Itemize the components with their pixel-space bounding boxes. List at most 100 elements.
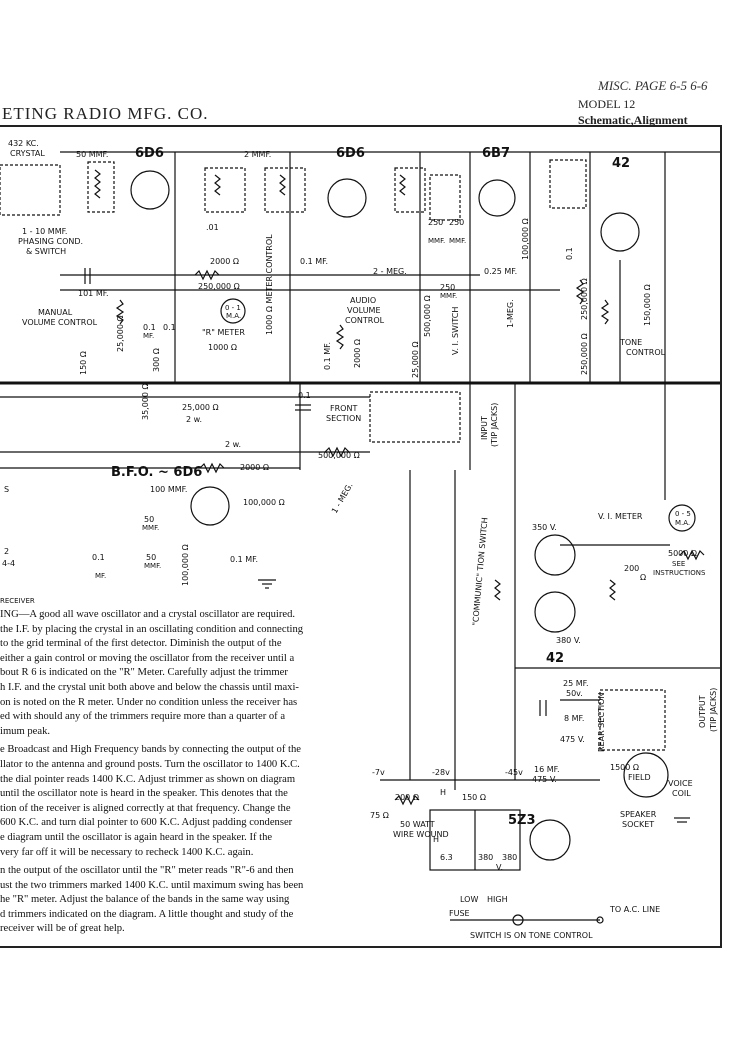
output-label: OUTPUT (698, 695, 707, 728)
mmf-label-b: MMF. (449, 237, 466, 245)
text-line: on is noted on the R meter. Under no con… (0, 696, 298, 708)
v63-label: 6.3 (440, 853, 453, 862)
cap-01-label-a: 0.1 (143, 323, 156, 332)
v45-label: -45v (505, 768, 523, 777)
text-line: llator to the antenna and ground posts. … (0, 758, 300, 770)
manual-volume-label: VOLUME CONTROL (22, 318, 98, 327)
text-line: d trimmers indicated on the diagram. A l… (0, 908, 294, 920)
cap-01x-label: 0.1 (92, 553, 105, 562)
v350-label: 350 V. (532, 523, 557, 532)
comm-switch-label: "COMMUNIC" TION SWITCH (471, 517, 489, 626)
res-250000b-label: 250,000 Ω (580, 278, 589, 320)
text-line: receiver will be of great help. (0, 923, 125, 935)
mf-label: MF. (143, 332, 154, 340)
phasing-label-3: & SWITCH (26, 247, 66, 256)
meter-ma-label: 0 - 1 (225, 304, 241, 312)
res-2000-label: 2000 Ω (210, 257, 239, 266)
high-label: HIGH (487, 895, 508, 904)
company-header: ETING RADIO MFG. CO. (2, 104, 209, 123)
meter-control-label: 1000 Ω METER CONTROL (265, 234, 274, 335)
meter05-ma-label: M.A. (675, 519, 690, 527)
input-tip-jacks-label: (TIP JACKS) (490, 403, 499, 447)
r200-label: 200 (624, 564, 639, 573)
cap-01-front-label: 0.1 (298, 391, 311, 400)
instructions-paragraph-2: e Broadcast and High Frequency bands by … (0, 743, 372, 860)
res-25000b-label: 25,000 Ω (411, 341, 420, 378)
text-line: e Broadcast and High Frequency bands by … (0, 744, 301, 756)
input-label: INPUT (480, 416, 489, 440)
res-1000-label: 1000 Ω (208, 343, 237, 352)
cap-50b-label: 50 (146, 553, 156, 562)
text-line: either a gain control or moving the osci… (0, 652, 295, 664)
left-2-label: 2 (4, 547, 9, 556)
cap-50b-mmf-label: MMF. (144, 562, 161, 570)
rectifier-tube-label: 5Z3 (508, 813, 536, 828)
meter-ma-label-2: M.A. (226, 312, 241, 320)
text-line: e diagram until the oscillator is again … (0, 831, 273, 843)
res-150000-label: 150,000 Ω (643, 284, 652, 326)
v475-label: 475 V. (560, 735, 585, 744)
cap-01-label-b: 0.1 (163, 323, 176, 332)
meter05-label: 0 - 5 (675, 510, 691, 518)
speaker-label-2: SOCKET (622, 820, 654, 829)
phasing-label-1: 1 - 10 MMF. (22, 227, 67, 236)
cap-01-label: .01 (206, 223, 219, 232)
manual-label: MANUAL (38, 308, 73, 317)
audio-label-1: AUDIO (350, 296, 376, 305)
res-35000-label: 35,000 Ω (141, 383, 150, 420)
cap-250-label-c: 250 (440, 283, 455, 292)
cap-101-label: 101 MF. (78, 289, 109, 298)
cap-50mmf-label: 50 MMF. (76, 150, 108, 159)
bfo-tube-label: B.F.O. ~ 6D6 (111, 465, 202, 480)
cap-250-label-a: 250 (428, 218, 443, 227)
r-meter-label: "R" METER (202, 328, 245, 337)
v475b-label: 475 V. (532, 775, 557, 784)
cap-025mf-label: 0.25 MF. (484, 267, 517, 276)
fuse-label: FUSE (449, 909, 470, 918)
phasing-label-2: PHASING COND. (18, 237, 83, 246)
frame-bottom (0, 946, 722, 948)
mmf-label-a: MMF. (428, 237, 445, 245)
v7-label: -7v (372, 768, 385, 777)
watt-label-1: 50 WATT (400, 820, 435, 829)
ac-line-label: TO A.C. LINE (609, 905, 660, 914)
v380a-label: 380 (478, 853, 493, 862)
res-2000c-label: 2000 Ω (240, 463, 269, 472)
frame-right (720, 125, 722, 947)
res-100000b-label: 100,000 Ω (521, 218, 530, 260)
text-line: until the oscillator note is heard in th… (0, 788, 288, 800)
audio-label-2: VOLUME (347, 306, 381, 315)
text-line: the I.F. by placing the crystal in an os… (0, 623, 304, 635)
vi-meter-label: V. I. METER (598, 512, 643, 521)
res-25000-label: 25,000 Ω (116, 315, 125, 352)
cap-250-label-b: 250 (449, 218, 464, 227)
text-line: very far off it will be necessary to rec… (0, 846, 254, 858)
text-line: the dial pointer reads 1400 K.C. Adjust … (0, 773, 296, 785)
see-label: SEE (672, 560, 685, 568)
text-line: ed with should any of the trimmers requi… (0, 711, 286, 723)
instructions-paragraph-3: n the output of the oscillator until the… (0, 864, 372, 937)
field-label-2: FIELD (628, 773, 651, 782)
instructions-label: INSTRUCTIONS (653, 569, 706, 577)
model-label: MODEL 12 (578, 97, 636, 111)
v28-label: -28v (432, 768, 450, 777)
misc-page-label: MISC. PAGE 6-5 6-6 (598, 78, 708, 93)
vv-label: V. (496, 863, 503, 872)
cap-2mmf-label: 2 MMF. (244, 150, 271, 159)
text-line: n the output of the oscillator until the… (0, 865, 294, 877)
mmf-label-c: MMF. (440, 292, 457, 300)
cap-01d-label: 0.1 MF. (323, 342, 332, 370)
h-label: H (433, 835, 439, 844)
watt-2w-label: 2 w. (186, 415, 202, 424)
left-s-label: S (4, 485, 9, 494)
res-250k-label: 250,000 Ω (198, 282, 240, 291)
res-150b-label: 150 Ω (462, 793, 486, 802)
ohm-300-label: 300 Ω (152, 348, 161, 372)
front-label: FRONT (330, 404, 357, 413)
cap-16mf-label: 16 MF. (534, 765, 559, 774)
header-rule (0, 125, 722, 127)
subtitle-label: Schematic,Alignment (578, 113, 688, 127)
res-2meg-label: 2 - MEG. (373, 267, 407, 276)
text-line: h I.F. and the crystal unit both above a… (0, 681, 299, 693)
